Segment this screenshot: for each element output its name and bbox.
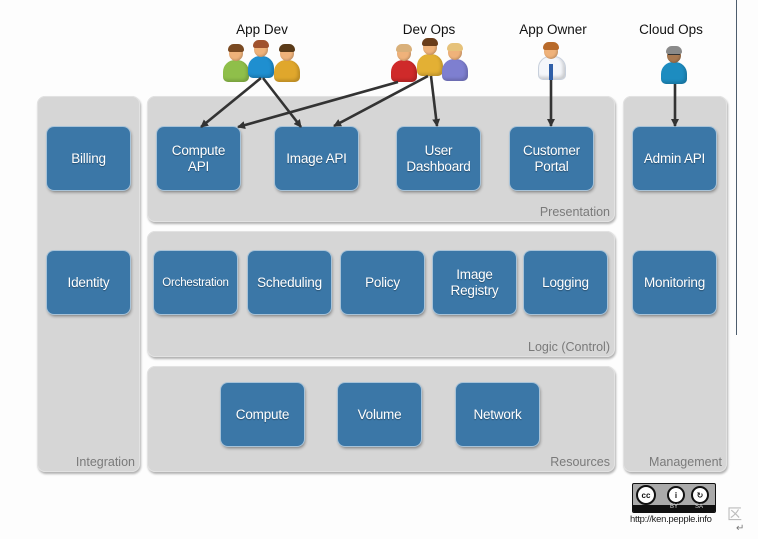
cc-sa-label: SA xyxy=(695,504,704,510)
return-mark: ↵ xyxy=(736,523,745,534)
arrow-dev-ops-to-user-dashboard xyxy=(429,75,441,127)
arrow-dev-ops-to-image-api xyxy=(333,74,429,128)
person-icon xyxy=(391,38,417,82)
panel-label-presentation: Presentation xyxy=(539,205,610,219)
watermark-text: 区 xyxy=(727,506,743,523)
panel-label-resources: Resources xyxy=(550,455,610,469)
box-orchestration[interactable]: Orchestration xyxy=(154,251,237,314)
box-image-api[interactable]: Image API xyxy=(275,127,358,190)
arrow-app-dev-to-compute-api xyxy=(200,76,262,129)
box-volume[interactable]: Volume xyxy=(338,383,421,446)
cc-label-strip: BY SA xyxy=(633,504,715,512)
box-scheduling[interactable]: Scheduling xyxy=(248,251,331,314)
box-identity[interactable]: Identity xyxy=(47,251,130,314)
cc-by-sa-icon: cc i ↻ BY SA xyxy=(632,483,716,513)
box-compute-api[interactable]: Compute API xyxy=(157,127,240,190)
actor-label-dev-ops: Dev Ops xyxy=(402,22,456,37)
actor-label-app-owner: App Owner xyxy=(519,22,587,37)
page-edge-line xyxy=(736,0,737,335)
box-compute[interactable]: Compute xyxy=(221,383,304,446)
panel-label-management: Management xyxy=(649,455,722,469)
arrow-dev-ops-to-compute-api xyxy=(237,80,399,129)
box-policy[interactable]: Policy xyxy=(341,251,424,314)
share-alike-icon: ↻ xyxy=(691,486,709,504)
box-admin-api[interactable]: Admin API xyxy=(633,127,716,190)
person-icon xyxy=(442,37,468,81)
panel-label-integration: Integration xyxy=(75,455,135,469)
panel-label-logic: Logic (Control) xyxy=(528,340,610,354)
person-icon xyxy=(248,34,274,78)
box-image-registry[interactable]: Image Registry xyxy=(433,251,516,314)
box-monitoring[interactable]: Monitoring xyxy=(633,251,716,314)
person-icon xyxy=(538,36,566,80)
box-customer-portal[interactable]: Customer Portal xyxy=(510,127,593,190)
arrow-app-dev-to-image-api xyxy=(261,77,303,128)
glasses-icon xyxy=(668,54,680,58)
cc-by-label: BY xyxy=(670,504,679,510)
actor-label-cloud-ops: Cloud Ops xyxy=(639,22,703,37)
box-network[interactable]: Network xyxy=(456,383,539,446)
actor-label-app-dev: App Dev xyxy=(236,22,288,37)
tie-icon xyxy=(549,64,553,80)
box-logging[interactable]: Logging xyxy=(524,251,607,314)
box-billing[interactable]: Billing xyxy=(47,127,130,190)
person-icon xyxy=(417,32,443,76)
cc-icon: cc xyxy=(636,485,656,505)
person-icon xyxy=(223,38,249,82)
box-user-dashboard[interactable]: User Dashboard xyxy=(397,127,480,190)
person-icon xyxy=(274,38,300,82)
attribution-icon: i xyxy=(667,486,685,504)
source-url[interactable]: http://ken.pepple.info xyxy=(630,514,712,525)
person-icon xyxy=(661,40,687,84)
